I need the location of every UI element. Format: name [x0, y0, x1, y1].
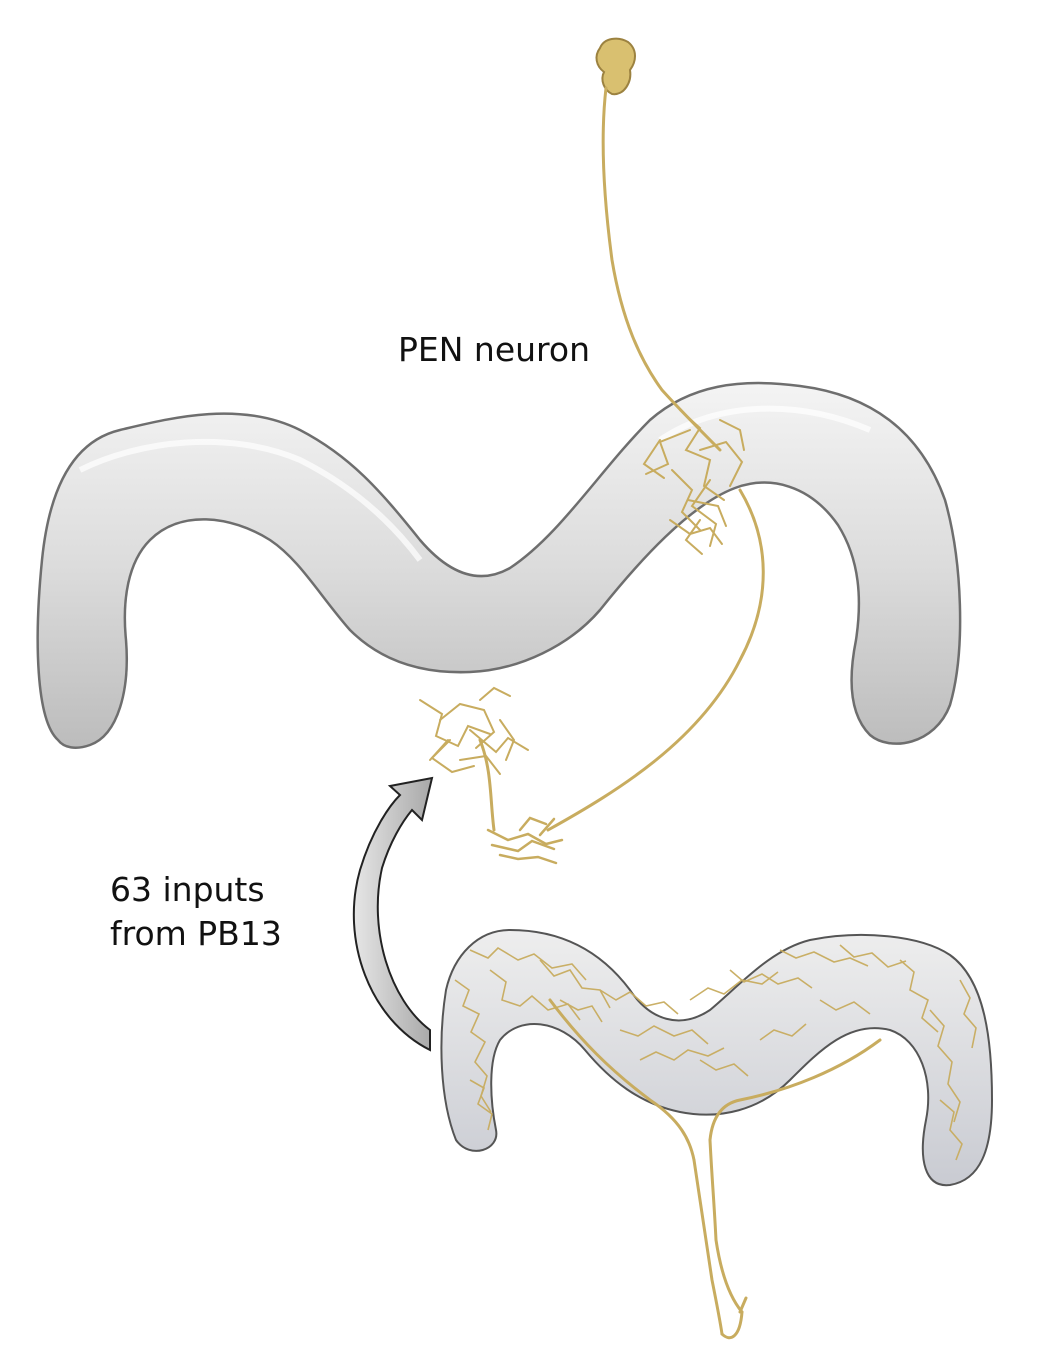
descending-neurite [546, 488, 765, 832]
large-bridge-structure [36, 381, 962, 749]
large-bridge-highlight-right [658, 405, 872, 443]
inputs-label-line2: from PB13 [110, 914, 282, 953]
inputs-label: 63 inputs from PB13 [110, 868, 282, 956]
small-bridge-structure [440, 928, 994, 1340]
neuron-cell-body [595, 37, 636, 96]
inputs-label-line1: 63 inputs [110, 870, 265, 909]
large-bridge-highlight [78, 438, 423, 562]
small-bridge-descending-neurites [548, 998, 882, 1340]
upper-arbor [642, 409, 745, 555]
small-bridge-arbors [454, 944, 977, 1161]
connecting-neurite [478, 738, 496, 832]
curved-arrow [352, 776, 434, 1052]
lower-arbor [486, 816, 564, 865]
middle-arbor [419, 686, 529, 775]
pen-neuron-label: PEN neuron [398, 330, 591, 369]
large-bridge-outline [36, 381, 962, 749]
pen-neuron [419, 37, 765, 865]
small-bridge-outline [440, 928, 994, 1187]
